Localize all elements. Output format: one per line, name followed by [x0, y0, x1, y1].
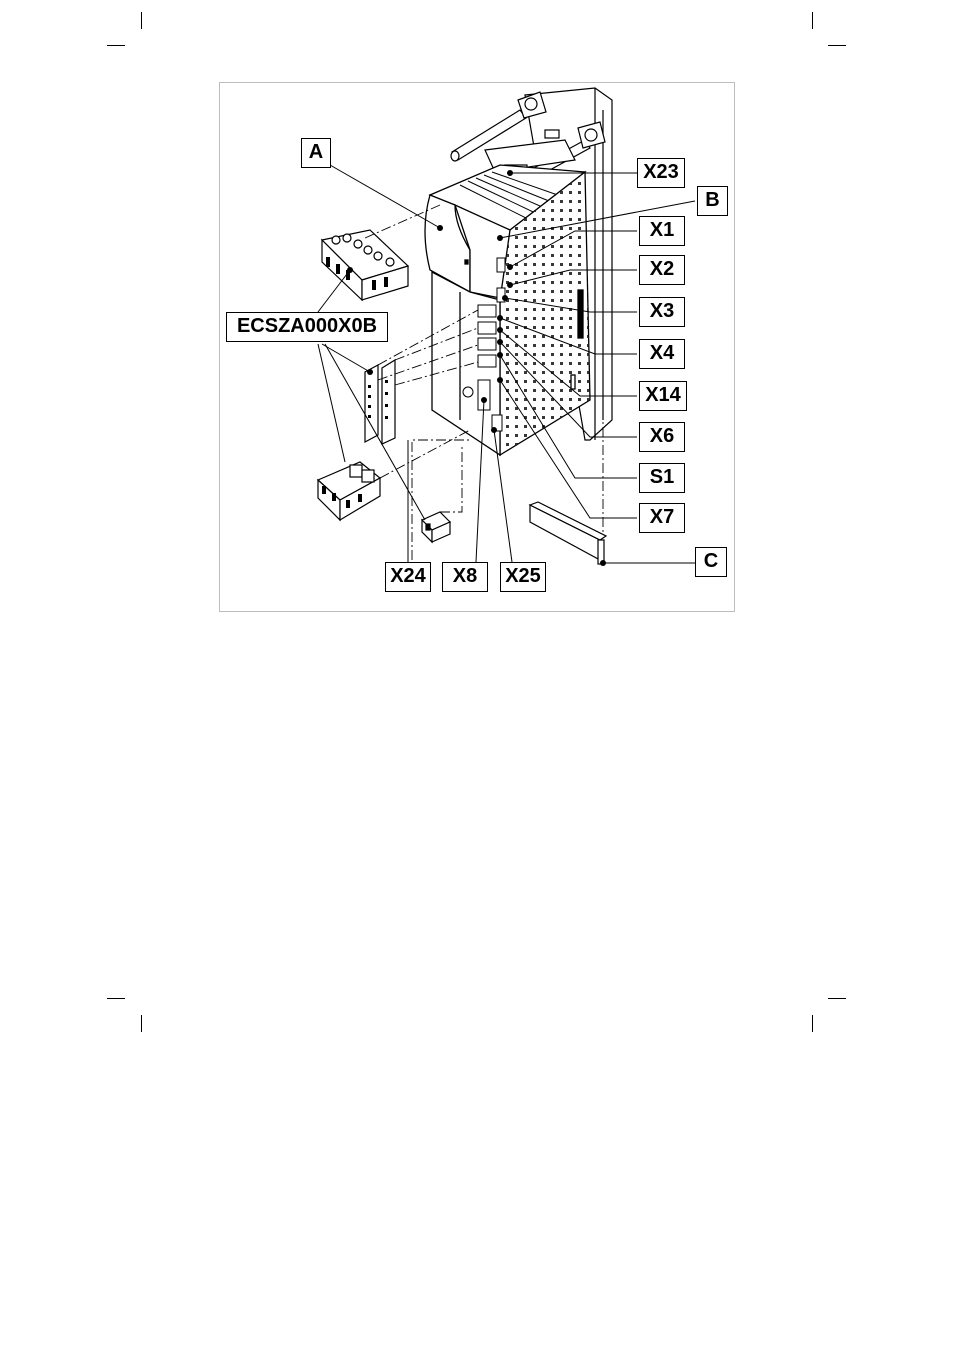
label-X4: X4 — [639, 339, 685, 369]
label-X6: X6 — [639, 422, 685, 452]
label-C: C — [695, 547, 727, 577]
cover-strip — [530, 502, 606, 564]
label-X3: X3 — [639, 297, 685, 327]
label-X23: X23 — [637, 158, 685, 188]
label-connector-part-number: ECSZA000X0B — [226, 312, 388, 342]
label-S1: S1 — [639, 463, 685, 493]
label-X14: X14 — [639, 381, 687, 411]
terminal-block-lower — [318, 462, 380, 520]
label-X25: X25 — [500, 562, 546, 592]
label-X7: X7 — [639, 503, 685, 533]
label-X8: X8 — [442, 562, 488, 592]
label-X2: X2 — [639, 255, 685, 285]
label-X24: X24 — [385, 562, 431, 592]
label-X1: X1 — [639, 216, 685, 246]
small-plug — [422, 512, 450, 542]
label-A: A — [301, 138, 331, 168]
label-B: B — [697, 186, 728, 216]
